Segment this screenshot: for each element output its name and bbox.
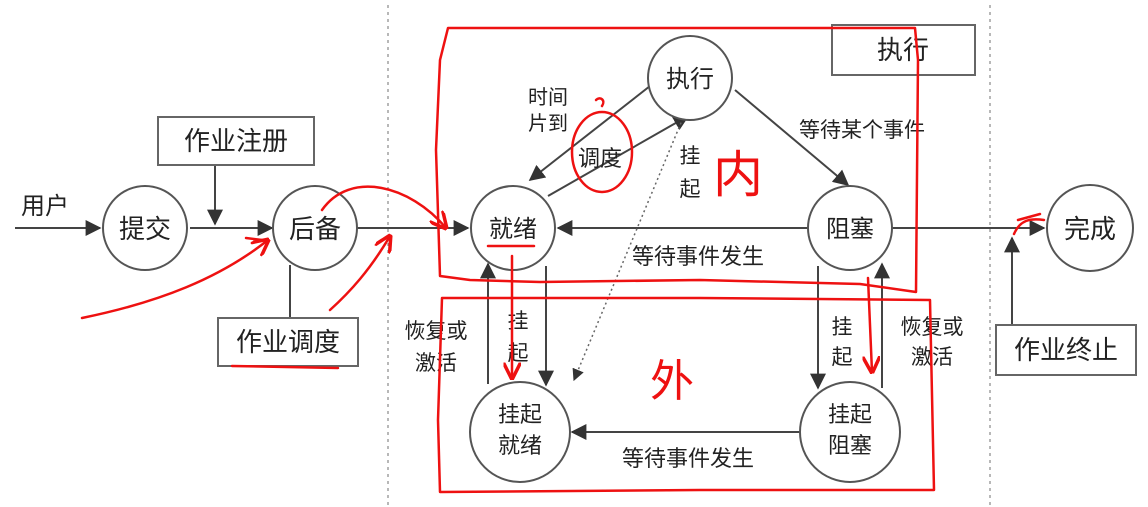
red-annotations: 内 外	[80, 26, 1046, 494]
annotation-inner: 内	[713, 146, 763, 204]
blocked-suspend-double-arrow	[868, 276, 872, 372]
state-running: 执行	[647, 35, 733, 121]
state-suspended-blocked-line1: 挂起	[828, 403, 872, 428]
label-suspend-left-1: 挂	[508, 309, 529, 333]
dispatch-circle	[570, 110, 634, 194]
label-suspend-left-2: 起	[508, 341, 529, 365]
state-suspended-blocked-line2: 阻塞	[828, 434, 872, 459]
label-dispatch: 调度	[578, 147, 622, 172]
label-suspend-right-2: 起	[832, 345, 853, 369]
state-completed: 完成	[1046, 184, 1134, 272]
running-to-suspended-ready-arrow	[572, 117, 684, 382]
state-blocked-label: 阻塞	[826, 215, 874, 243]
label-time-slice-2: 片到	[528, 111, 568, 135]
state-backup-label: 后备	[289, 215, 341, 245]
completed-arrow-tail	[1016, 212, 1042, 222]
box-execute: 执行	[831, 24, 976, 76]
state-suspended-ready-line1: 挂起	[498, 403, 542, 428]
label-suspend-top-2: 起	[680, 177, 701, 201]
state-ready: 就绪	[470, 185, 556, 271]
inner-region-outline	[434, 26, 920, 294]
state-blocked: 阻塞	[807, 185, 893, 271]
label-restore-left-1: 恢复或	[405, 319, 468, 343]
label-restore-left-2: 激活	[415, 351, 457, 375]
label-event-occurs-top: 等待事件发生	[632, 245, 764, 270]
box-job-schedule: 作业调度	[217, 317, 359, 367]
schedule-up-stroke	[328, 236, 390, 312]
box-job-terminate-label: 作业终止	[1014, 336, 1118, 366]
schedule-pointer	[80, 240, 268, 320]
running-to-blocked-arrow	[734, 89, 850, 187]
schedule-to-backup-stroke	[244, 236, 264, 242]
box-job-terminate: 作业终止	[995, 324, 1137, 376]
outer-region-outline	[436, 296, 936, 494]
state-ready-label: 就绪	[489, 215, 537, 243]
state-submit-label: 提交	[119, 215, 171, 245]
running-to-ready-arrow	[528, 85, 651, 181]
label-event-occurs-bottom: 等待事件发生	[622, 447, 754, 472]
state-completed-label: 完成	[1064, 215, 1116, 245]
inner-mark	[594, 97, 605, 108]
state-running-label: 执行	[666, 65, 714, 93]
state-submit: 提交	[102, 185, 188, 271]
box-execute-label: 执行	[877, 36, 929, 66]
backup-to-ready-curve	[320, 185, 446, 228]
schedule-underline	[230, 364, 340, 370]
box-job-schedule-label: 作业调度	[236, 328, 340, 358]
state-suspended-blocked: 挂起 阻塞	[799, 381, 901, 483]
state-suspended-ready: 挂起 就绪	[469, 381, 571, 483]
box-job-register: 作业注册	[157, 116, 315, 166]
completed-arrow	[1012, 218, 1046, 236]
state-backup: 后备	[272, 185, 358, 271]
box-job-register-label: 作业注册	[184, 127, 288, 157]
ready-to-running-arrow	[547, 115, 690, 197]
label-user: 用户	[21, 192, 69, 220]
label-suspend-top-1: 挂	[680, 144, 701, 168]
state-suspended-ready-line2: 就绪	[498, 434, 542, 459]
label-suspend-right-1: 挂	[832, 315, 853, 339]
label-time-slice-1: 时间	[528, 85, 568, 109]
label-wait-event: 等待某个事件	[799, 118, 925, 142]
label-restore-right-1: 恢复或	[901, 315, 964, 339]
annotation-outer: 外	[650, 356, 694, 407]
